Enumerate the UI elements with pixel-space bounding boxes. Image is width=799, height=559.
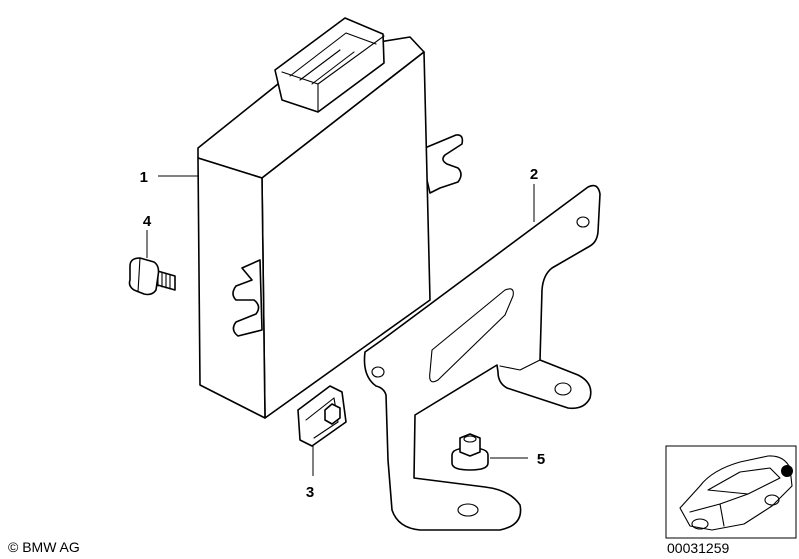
callout-3: 3 xyxy=(306,484,314,501)
nut-icon[interactable] xyxy=(451,433,489,471)
callout-1: 1 xyxy=(140,169,148,186)
leader-lines xyxy=(146,175,535,459)
car-location-icon[interactable] xyxy=(665,445,797,539)
diagram-number: 00031259 xyxy=(667,540,730,556)
screw-icon[interactable] xyxy=(128,257,176,296)
control-unit-icon[interactable] xyxy=(197,17,464,419)
callout-2: 2 xyxy=(530,166,538,183)
callout-4: 4 xyxy=(143,213,152,230)
copyright-label: © BMW AG xyxy=(8,539,80,555)
clip-icon[interactable] xyxy=(297,385,347,476)
callout-5: 5 xyxy=(537,451,545,468)
bracket-icon[interactable] xyxy=(363,184,601,531)
